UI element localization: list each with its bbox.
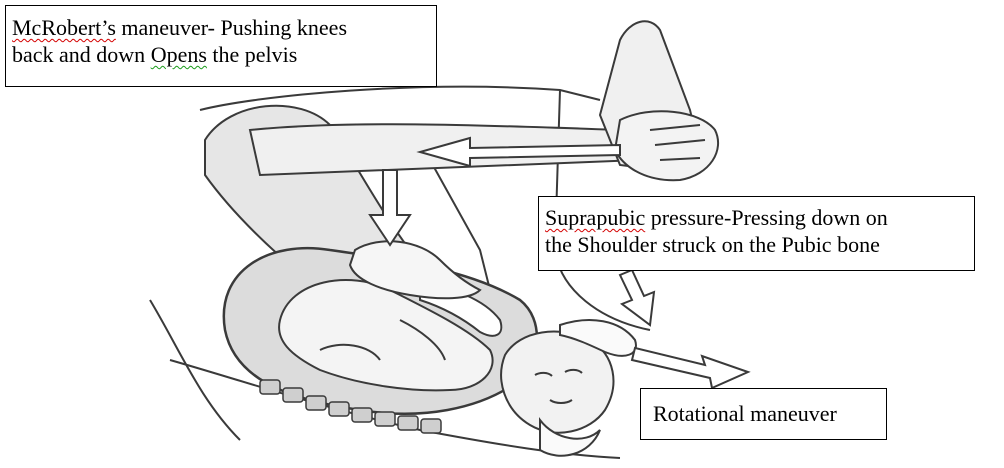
suprapubic-label-box: Suprapubic pressure-Pressing down on the… [538, 196, 975, 271]
suprapubic-word-spellcheck: Suprapubic [545, 205, 645, 230]
arrow-rotational [632, 348, 748, 388]
mcroberts-line-1-text: maneuver- Pushing knees [116, 15, 347, 40]
suprapubic-line-1-text: pressure-Pressing down on [645, 205, 888, 230]
suprapubic-line-2: the Shoulder struck on the Pubic bone [545, 231, 974, 258]
mcroberts-line-2: back and down Opens the pelvis [12, 41, 436, 68]
mcroberts-line-2-before: back and down [12, 42, 151, 67]
rotational-label: Rotational maneuver [653, 400, 886, 427]
rotational-label-box: Rotational maneuver [640, 388, 887, 440]
arrow-suprapubic [620, 270, 654, 325]
mcroberts-word-grammar: Opens [151, 42, 207, 67]
mcroberts-word-spellcheck: McRobert’s [12, 15, 116, 40]
assistant-hand [615, 111, 718, 180]
suprapubic-line-1: Suprapubic pressure-Pressing down on [545, 204, 974, 231]
mcroberts-label-box: McRobert’s maneuver- Pushing knees back … [5, 5, 437, 87]
mcroberts-line-2-after: the pelvis [207, 42, 297, 67]
mcroberts-line-1: McRobert’s maneuver- Pushing knees [12, 14, 436, 41]
